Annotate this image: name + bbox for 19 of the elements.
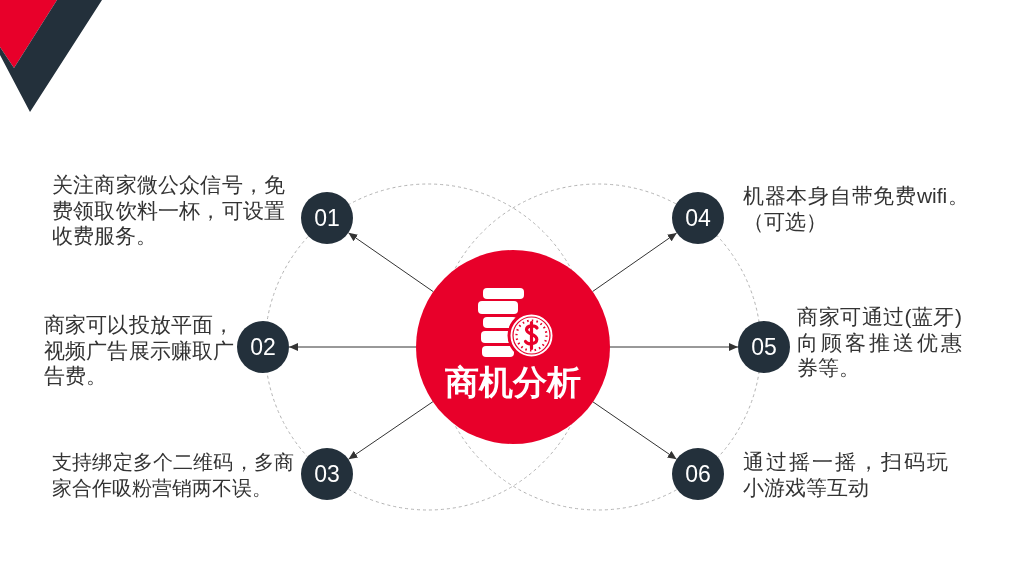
arrow bbox=[592, 232, 678, 292]
description-text: 机器本身自带免费wifi。（可选） bbox=[743, 183, 969, 234]
arrow bbox=[288, 343, 417, 351]
arrow bbox=[609, 343, 739, 351]
number-badge: 02 bbox=[237, 321, 289, 373]
center-title: 商机分析 bbox=[445, 362, 581, 402]
arrow bbox=[348, 401, 434, 460]
arrow bbox=[592, 401, 678, 460]
description-text: 商家可通过(蓝牙)向顾客推送优惠券等。 bbox=[797, 304, 962, 381]
number-badge: 01 bbox=[301, 192, 353, 244]
arrow bbox=[347, 232, 434, 293]
description-text: 支持绑定多个二维码，多商家合作吸粉营销两不误。 bbox=[52, 450, 294, 501]
description-text: 商家可以投放平面，视频广告展示赚取广告费。 bbox=[44, 312, 234, 389]
number-badge: 05 bbox=[738, 321, 790, 373]
description-text: 通过摇一摇，扫码玩小游戏等互动 bbox=[743, 449, 948, 500]
number-badge: 04 bbox=[672, 192, 724, 244]
number-badge: 03 bbox=[301, 448, 353, 500]
number-badge: 06 bbox=[672, 448, 724, 500]
description-text: 关注商家微公众信号，免费领取饮料一杯，可设置收费服务。 bbox=[52, 172, 285, 249]
